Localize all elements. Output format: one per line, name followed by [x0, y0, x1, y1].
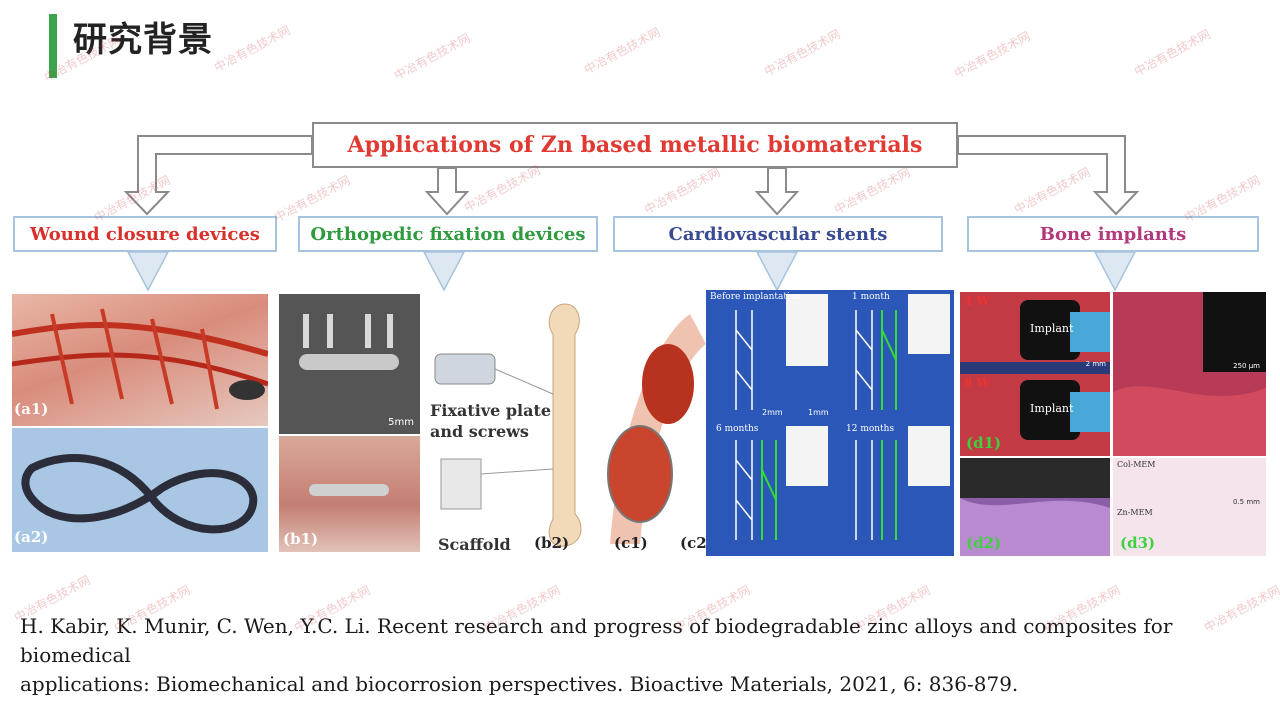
- scale-bar-5mm: 5mm: [388, 417, 414, 428]
- membrane-histology-illustration: [960, 458, 1110, 556]
- main-title: Applications of Zn based metallic biomat…: [347, 132, 923, 158]
- category-bone-implants: Bone implants: [967, 216, 1259, 252]
- category-orthopedic-fixation: Orthopedic fixation devices: [298, 216, 598, 252]
- arrow-to-bone: [957, 135, 1140, 216]
- bone-scale-2mm: 2 mm: [1085, 360, 1106, 368]
- suture-illustration: [12, 308, 268, 410]
- wound-closure-photo-a1: [12, 294, 268, 426]
- title-accent-bar: [49, 14, 57, 78]
- fixation-surgery-photo-b1: [279, 436, 420, 552]
- panel-label-d3: (d3): [1120, 534, 1156, 552]
- slide-title: 研究背景: [73, 20, 213, 60]
- panel-label-c1: (c1): [614, 534, 648, 552]
- reference-citation: H. Kabir, K. Munir, C. Wen, Y.C. Li. Rec…: [20, 612, 1275, 699]
- panel-label-c2: (c2): [680, 534, 714, 552]
- panel-label-a1: (a1): [14, 400, 49, 418]
- panel-label-b1: (b1): [283, 530, 319, 548]
- stent-scale-2mm: 2mm: [762, 408, 783, 417]
- scaffold-label: Scaffold: [438, 535, 511, 554]
- zn-mem-label: Zn-MEM: [1117, 508, 1153, 517]
- bone-implant-label-1: Implant: [1030, 322, 1074, 335]
- bone-zoom-illustration: [1113, 292, 1266, 456]
- panel-label-b2: (b2): [534, 534, 570, 552]
- bone-histology-d1: 4 W 8 W Implant Implant 2 mm: [960, 292, 1110, 456]
- stent-label-12-months: 12 months: [846, 424, 895, 434]
- stent-micrographs-c2: Before implantation 1 month 6 months 12 …: [706, 290, 954, 556]
- bone-histology-d2: [960, 458, 1110, 556]
- stent-label-1-month: 1 month: [852, 292, 890, 302]
- bone-week-4: 4 W: [964, 294, 991, 308]
- bone-implant-label-2: Implant: [1030, 402, 1074, 415]
- arrow-to-orthopedic: [424, 167, 470, 216]
- citation-line-1: H. Kabir, K. Munir, C. Wen, Y.C. Li. Rec…: [20, 614, 1173, 667]
- membrane-scale-05mm: 0.5 mm: [1233, 498, 1260, 506]
- bone-histology-zoom: 250 μm: [1113, 292, 1266, 456]
- arrow-to-stents: [754, 167, 800, 216]
- fixation-plate-photo-b: 5mm: [279, 294, 420, 434]
- pointer-stents: [755, 251, 799, 292]
- stent-mesh-illustration: [735, 294, 950, 540]
- surgery-illustration: [309, 484, 389, 496]
- bone-schematic-illustration: [434, 303, 582, 547]
- fixation-schematic-b2: [425, 294, 600, 556]
- col-mem-label: Col-MEM: [1117, 460, 1156, 469]
- stent-label-before: Before implantation: [710, 292, 802, 302]
- panel-label-a2: (a2): [14, 528, 49, 546]
- stent-artery-illustration-c1: [600, 294, 706, 556]
- suture-loop-illustration: [21, 454, 258, 534]
- pointer-orthopedic: [422, 251, 466, 292]
- bone-scale-250um: 250 μm: [1233, 362, 1260, 370]
- citation-line-2: applications: Biomechanical and biocorro…: [20, 672, 1019, 696]
- bone-histology-illustration: [960, 300, 1110, 440]
- pointer-bone: [1093, 251, 1137, 292]
- connector-arrows: [123, 135, 1140, 292]
- panel-label-d2: (d2): [966, 534, 1002, 552]
- category-wound-closure: Wound closure devices: [13, 216, 277, 252]
- pointer-wound: [126, 251, 170, 292]
- stent-label-6-months: 6 months: [716, 424, 759, 434]
- bone-week-8: 8 W: [964, 376, 991, 390]
- membrane-comparison-d3: Col-MEM Zn-MEM 0.5 mm: [1113, 458, 1266, 556]
- main-title-box: Applications of Zn based metallic biomat…: [312, 122, 958, 168]
- fixative-plate-label: Fixative plate and screws: [430, 401, 552, 441]
- category-cardiovascular-stents: Cardiovascular stents: [613, 216, 943, 252]
- stent-scale-1mm: 1mm: [808, 408, 829, 417]
- panel-label-d1: (d1): [966, 434, 1002, 452]
- arrow-to-wound: [123, 135, 313, 216]
- applications-figure: Applications of Zn based metallic biomat…: [12, 122, 1266, 556]
- wound-closure-photo-a2: [12, 428, 268, 552]
- artery-illustration: [607, 314, 706, 544]
- plate-screws-illustration: [299, 314, 399, 370]
